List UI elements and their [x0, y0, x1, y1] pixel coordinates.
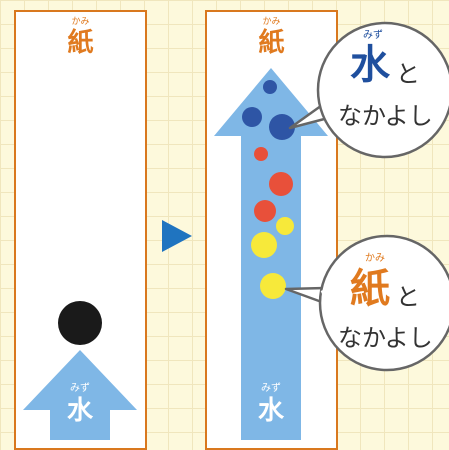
- yellow-dot: [251, 232, 277, 258]
- bubble-paper-line2: なかよし: [338, 324, 433, 352]
- speech-bubble-water: [288, 21, 449, 159]
- paper-ruby-right: かみ: [262, 17, 281, 27]
- water-label-left: 水: [66, 396, 93, 426]
- red-dot: [269, 172, 293, 196]
- paper-label-left: 紙: [67, 28, 94, 58]
- paper-ruby-left: かみ: [71, 17, 90, 27]
- speech-bubble-paper: [284, 234, 449, 372]
- water-ruby-right: みず: [261, 383, 281, 394]
- bubble-water-ruby: みず: [363, 30, 383, 41]
- water-arrow-left: [23, 350, 137, 440]
- blue-dot: [269, 114, 295, 140]
- bubble-water-line2: なかよし: [338, 102, 433, 130]
- bubble-paper-suffix: と: [396, 283, 420, 311]
- blue-dot: [242, 107, 262, 127]
- bubble-water-main: 水: [350, 42, 390, 88]
- paper-label-right: 紙: [258, 28, 285, 58]
- red-dot: [254, 200, 276, 222]
- water-ruby-left: みず: [70, 383, 90, 394]
- next-arrow-icon: [162, 220, 192, 252]
- ink-dot: [58, 301, 102, 345]
- yellow-dot: [276, 217, 294, 235]
- yellow-dot: [260, 273, 286, 299]
- bubble-water-suffix: と: [396, 60, 420, 88]
- diagram-canvas: [23, 21, 449, 440]
- blue-dot: [263, 80, 277, 94]
- red-dot: [254, 147, 268, 161]
- bubble-paper-ruby: かみ: [365, 253, 385, 264]
- water-label-right: 水: [257, 396, 284, 426]
- bubble-paper-main: 紙: [350, 266, 390, 312]
